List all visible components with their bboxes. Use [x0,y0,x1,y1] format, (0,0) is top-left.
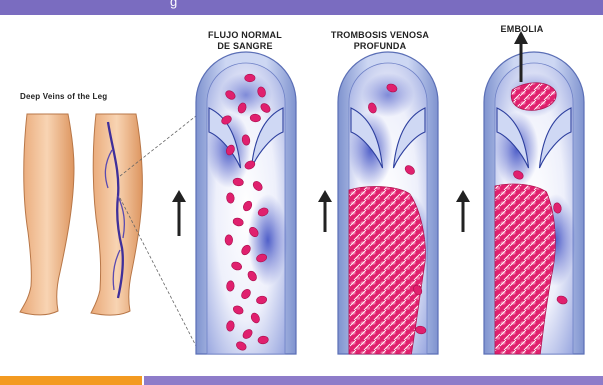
panel-title-dvt: TROMBOSIS VENOSA PROFUNDA [320,30,440,52]
red-blood-cell [225,235,233,246]
vein-panel-embolism [484,52,584,354]
up-arrow-icon [172,190,186,236]
panel-title-normal: FLUJO NORMAL DE SANGRE [195,30,295,52]
vein-panel-dvt [338,52,438,354]
footer-accent [0,376,142,385]
vein-panel-normal [196,52,296,354]
legs-caption: Deep Veins of the Leg [20,92,160,101]
footer-divider [142,376,144,385]
up-arrow-icon [456,190,470,232]
red-blood-cell [245,74,255,82]
dvt-diagram [0,0,603,376]
blood-clot [349,187,425,354]
legs-illustration [20,114,196,346]
leg-front [20,114,74,315]
panel-title-embolism: EMBOLIA [488,24,556,35]
up-arrow-icon [318,190,332,232]
